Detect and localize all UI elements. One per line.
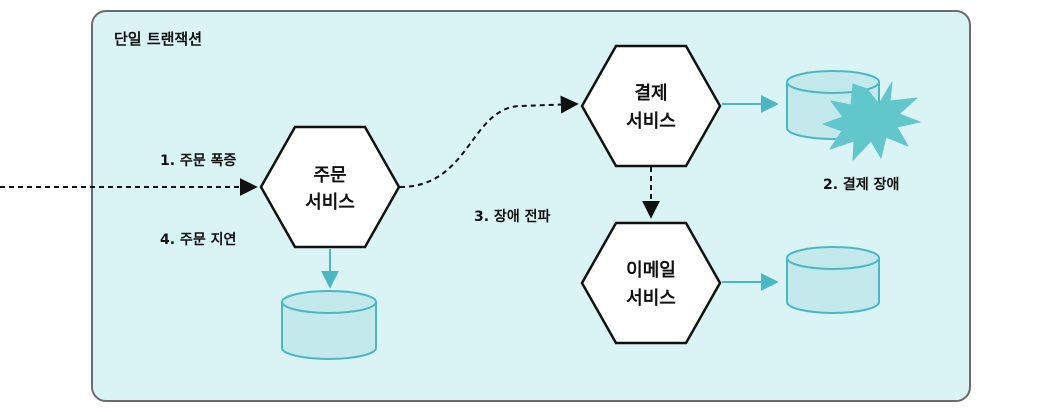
payment-service-label-line2: 서비스 xyxy=(626,111,676,132)
database-icon xyxy=(786,246,880,314)
explosion-burst-icon xyxy=(822,81,921,161)
email-database xyxy=(786,246,880,314)
order-surge-note: 1. 주문 폭증 xyxy=(160,153,236,169)
payment-service-label-line1: 결제 xyxy=(634,83,667,104)
transaction-boundary xyxy=(91,10,971,402)
order-database xyxy=(281,290,377,360)
order-service-label-line1: 주문 xyxy=(313,165,346,186)
boundary-title: 단일 트랜잭션 xyxy=(114,30,202,48)
fault-propagation-note: 3. 장애 전파 xyxy=(474,208,550,225)
order-service: 주문 서비스 xyxy=(259,125,401,249)
order-service-label-line2: 서비스 xyxy=(305,192,355,213)
order-delay-note: 4. 주문 지연 xyxy=(160,232,236,248)
email-service: 이메일 서비스 xyxy=(580,221,722,345)
email-service-label-line2: 서비스 xyxy=(626,288,676,309)
hexagon-icon xyxy=(580,44,722,168)
hexagon-icon xyxy=(580,221,722,345)
database-icon xyxy=(281,290,377,360)
payment-failure-note: 2. 결제 장애 xyxy=(823,176,899,193)
hexagon-icon xyxy=(259,125,401,249)
email-service-label-line1: 이메일 xyxy=(626,260,676,281)
payment-service: 결제 서비스 xyxy=(580,44,722,168)
